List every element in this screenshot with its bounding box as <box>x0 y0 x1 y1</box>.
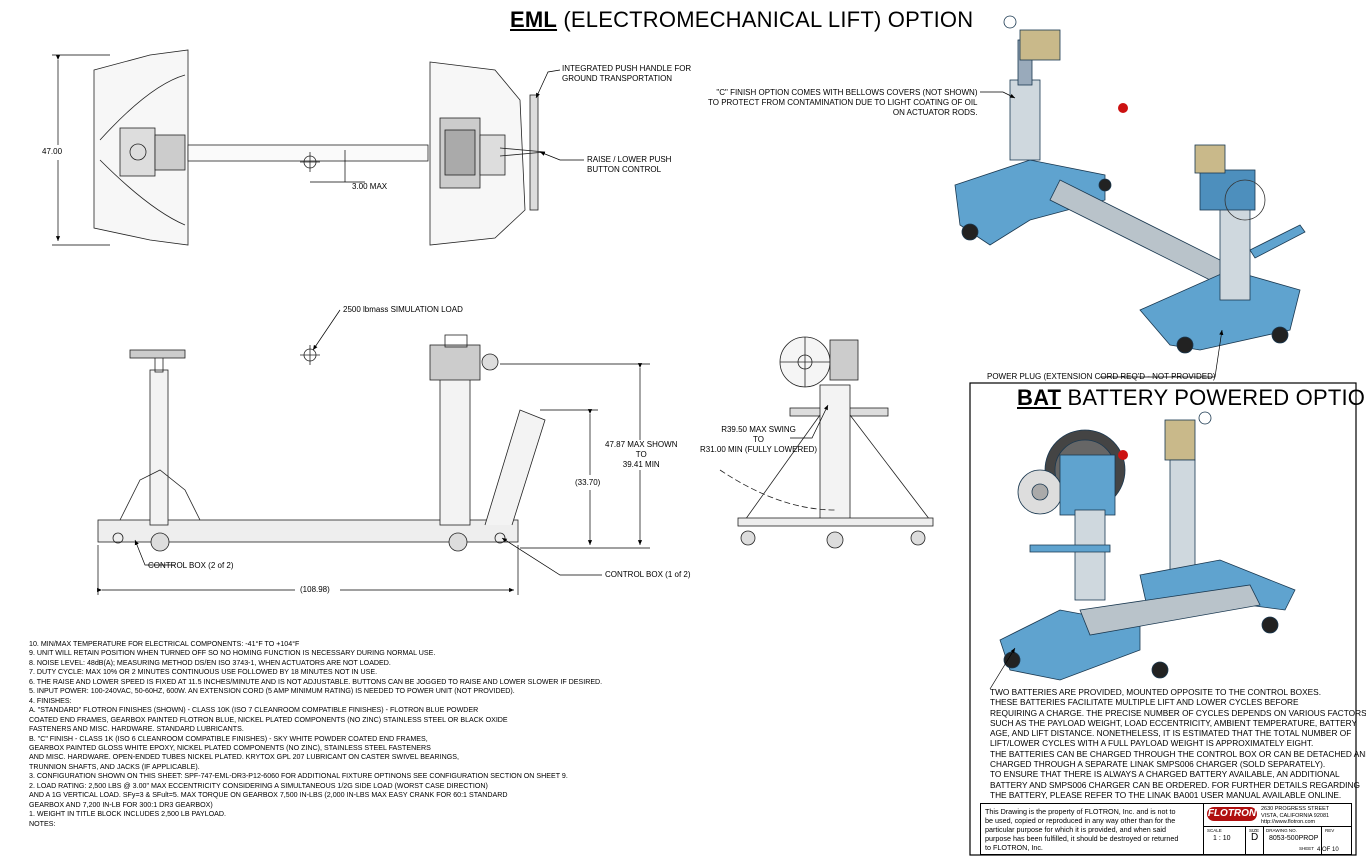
flotron-logo: FLOTRON <box>1207 807 1257 821</box>
bat-title-rest: BATTERY POWERED OPTION <box>1061 385 1366 410</box>
load-label: 2500 lbmass SIMULATION LOAD <box>343 305 463 314</box>
iso-bat <box>999 411 1296 681</box>
callout-push-handle: INTEGRATED PUSH HANDLE FOR GROUND TRANSP… <box>562 64 692 83</box>
bat-line: THE BATTERY, PLEASE REFER TO THE LINAK B… <box>990 789 1342 800</box>
sheet-label: SHEET <box>1299 846 1315 851</box>
sheet-value: 4 OF 10 <box>1317 847 1339 853</box>
bat-line: THESE BATTERIES FACILITATE MULTIPLE LIFT… <box>990 697 1299 708</box>
scale-value: 1 : 10 <box>1213 835 1231 842</box>
note-line: AND MISC. HARDWARE. OPEN-ENDED TUBES NIC… <box>29 753 459 762</box>
power-plug-label: POWER PLUG (EXTENSION CORD REQ'D - NOT P… <box>987 372 1216 381</box>
bat-title: BAT BATTERY POWERED OPTION <box>1017 385 1366 411</box>
bat-line: SUCH AS THE PAYLOAD WEIGHT, LOAD ECCENTR… <box>990 717 1357 728</box>
bat-line: TO ENSURE THAT THERE IS ALWAYS A CHARGED… <box>990 769 1340 780</box>
bat-title-prefix: BAT <box>1017 385 1062 410</box>
drawing-label: DRAWING NO. <box>1266 828 1297 833</box>
scale-label: SCALE <box>1207 828 1222 833</box>
dim-inner-label: (33.70) <box>575 478 601 487</box>
dim-height-label: 47.87 MAX SHOWN TO 39.41 MIN <box>605 440 678 469</box>
note-line: COATED END FRAMES, GEARBOX PAINTED FLOTR… <box>29 715 508 724</box>
swing-label: R39.50 MAX SWING TO R31.00 MIN (FULLY LO… <box>700 425 818 454</box>
eml-title-prefix: EML <box>510 7 558 32</box>
logo-text: FLOTRON <box>1207 808 1257 819</box>
red-knob-eml <box>1118 103 1128 113</box>
note-line: 4. FINISHES: <box>29 696 72 705</box>
note-line: NOTES: <box>29 819 56 828</box>
disclaimer: This Drawing is the property of FLOTRON,… <box>985 807 1179 852</box>
general-notes: 10. MIN/MAX TEMPERATURE FOR ELECTRICAL C… <box>29 640 603 829</box>
rev-label: REV <box>1325 828 1335 833</box>
note-line: 8. NOISE LEVEL: 48dB(A); MEASURING METHO… <box>29 658 391 667</box>
note-line: 10. MIN/MAX TEMPERATURE FOR ELECTRICAL C… <box>29 640 300 648</box>
size-value: D <box>1251 832 1259 843</box>
size-label: SIZE <box>1249 828 1260 833</box>
address: 2630 PROGRESS STREET VISTA, CALIFORNIA 9… <box>1261 806 1330 825</box>
bat-frame <box>969 382 1357 856</box>
bat-line: TWO BATTERIES ARE PROVIDED, MOUNTED OPPO… <box>990 687 1322 697</box>
bat-line: AGE, AND LIFT DISTANCE. NONETHELESS, IT … <box>990 728 1352 739</box>
note-line: 6. THE RAISE AND LOWER SPEED IS FIXED AT… <box>29 677 603 686</box>
top-tube <box>187 144 429 162</box>
red-knob-bat <box>1118 450 1128 460</box>
note-line: 2. LOAD RATING: 2,500 LBS @ 3.00" MAX EC… <box>29 781 488 790</box>
note-line: 9. UNIT WILL RETAIN POSITION WHEN TURNED… <box>29 649 436 658</box>
control-box-1-label: CONTROL BOX (1 of 2) <box>605 570 691 579</box>
dim-offset-label: 3.00 MAX <box>352 182 388 191</box>
bat-line: THE BATTERIES CAN BE CHARGED THROUGH THE… <box>990 748 1366 759</box>
iso-eml <box>954 15 1306 354</box>
bat-line: BATTERY AND SMPS006 CHARGER CAN BE ORDER… <box>990 779 1360 790</box>
note-line: 7. DUTY CYCLE: MAX 10% OR 2 MINUTES CONT… <box>29 668 378 677</box>
note-line: TRUNNION SHAFTS, AND JACKS (IF APPLICABL… <box>29 762 200 771</box>
dim-47 <box>52 54 110 246</box>
bat-description: TWO BATTERIES ARE PROVIDED, MOUNTED OPPO… <box>990 687 1366 800</box>
note-line: 1. WEIGHT IN TITLE BLOCK INCLUDES 2,500 … <box>29 810 226 819</box>
eml-title: EML (ELECTROMECHANICAL LIFT) OPTION <box>510 7 973 33</box>
note-line: 5. INPUT POWER: 100-240VAC, 50-60HZ, 600… <box>29 687 515 696</box>
title-block: This Drawing is the property of FLOTRON,… <box>980 803 1352 855</box>
bat-line: LIFT/LOWER CYCLES WITH A FULL PAYLOAD WE… <box>990 738 1314 749</box>
note-line: GEARBOX PAINTED GLOSS WHITE EPOXY, NICKE… <box>29 743 431 752</box>
bat-line: CHARGED THROUGH A SEPARATE LINAK SMPS006… <box>990 759 1326 770</box>
side-view <box>97 334 546 552</box>
top-view <box>93 49 546 246</box>
dim-width-label: 47.00 <box>42 147 63 156</box>
end-view <box>719 336 934 549</box>
dim-length-label: (108.98) <box>300 585 330 595</box>
note-line: AND A 1G VERTICAL LOAD. SFy=3 & SFult=5.… <box>29 791 508 800</box>
note-line: FASTENERS AND MISC. HARDWARE. STANDARD L… <box>29 725 244 734</box>
c-finish-note: "C" FINISH OPTION COMES WITH BELLOWS COV… <box>708 88 978 117</box>
note-line: A. "STANDARD" FLOTRON FINISHES (SHOWN) -… <box>29 706 479 715</box>
control-box-2-label: CONTROL BOX (2 of 2) <box>148 561 234 570</box>
note-line: B. "C" FINISH - CLASS 1K (ISO 6 CLEANROO… <box>29 734 428 743</box>
bat-line: REQUIRING A CHARGE. THE PRECISE NUMBER O… <box>990 707 1366 718</box>
drawing-number: 8053-500PROP <box>1269 835 1319 842</box>
note-line: 3. CONFIGURATION SHOWN ON THIS SHEET: SP… <box>29 772 568 781</box>
side-base <box>97 519 519 543</box>
eml-title-rest: (ELECTROMECHANICAL LIFT) OPTION <box>557 7 974 32</box>
callout-push-button: RAISE / LOWER PUSH BUTTON CONTROL <box>587 155 672 174</box>
note-line: GEARBOX AND 7,200 IN-LB FOR 300:1 DR3 GE… <box>29 800 213 809</box>
